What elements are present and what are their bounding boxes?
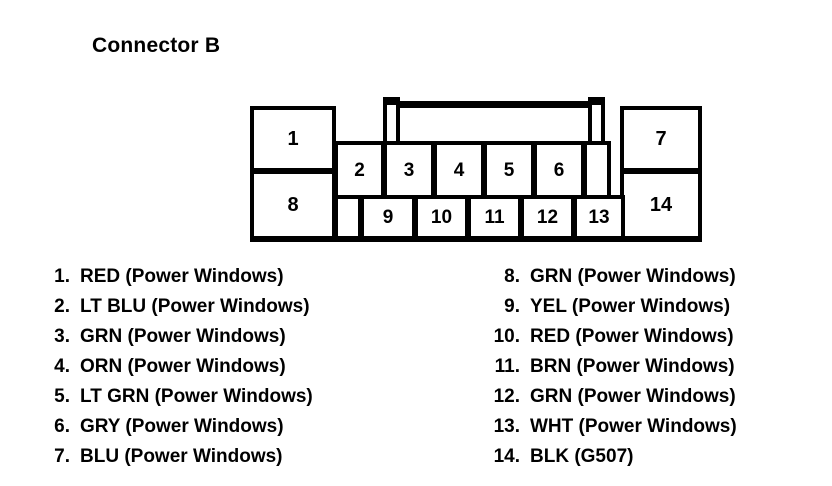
pin-cell-3-label: 3 xyxy=(403,159,415,181)
pin-cell-7-label: 7 xyxy=(655,128,667,150)
legend-row: 4. ORN (Power Windows) xyxy=(36,352,366,382)
legend-row: 1. RED (Power Windows) xyxy=(36,262,366,292)
legend-number: 2. xyxy=(54,296,70,317)
connector-diagram: 1 8 7 14 2 3 4 5 6 9 10 11 12 13 xyxy=(250,92,706,244)
pin-cell-bottom-blank xyxy=(334,195,362,240)
legend-label: GRN (Power Windows) xyxy=(530,266,736,287)
pin-cell-2[interactable]: 2 xyxy=(334,141,385,199)
pin-cell-2-label: 2 xyxy=(354,159,365,181)
pin-cell-6[interactable]: 6 xyxy=(533,141,585,199)
legend-number: 7. xyxy=(54,446,70,467)
legend-label: BLU (Power Windows) xyxy=(80,446,283,467)
latch-bar xyxy=(383,101,595,108)
legend-label: YEL (Power Windows) xyxy=(530,296,731,317)
pin-cell-12[interactable]: 12 xyxy=(520,195,575,240)
pin-cell-14[interactable]: 14 xyxy=(620,170,702,240)
legend-label: ORN (Power Windows) xyxy=(80,356,286,377)
legend-label: LT BLU (Power Windows) xyxy=(80,296,310,317)
latch-post-right-inner xyxy=(592,105,601,143)
legend-label: BLK (G507) xyxy=(530,446,634,467)
pin-cell-11-label: 11 xyxy=(484,207,505,228)
legend-row: 9. YEL (Power Windows) xyxy=(486,292,816,322)
pin-cell-1-label: 1 xyxy=(287,128,299,150)
pin-legend-left: 1. RED (Power Windows) 2. LT BLU (Power … xyxy=(36,262,366,472)
legend-row: 10. RED (Power Windows) xyxy=(486,322,816,352)
legend-number: 14. xyxy=(493,446,520,467)
pin-cell-9[interactable]: 9 xyxy=(360,195,416,240)
pin-cell-13-label: 13 xyxy=(588,207,610,228)
legend-number: 11. xyxy=(494,356,520,377)
pin-cell-12-label: 12 xyxy=(536,207,559,228)
pin-cell-9-label: 9 xyxy=(382,207,394,228)
pin-cell-14-label: 14 xyxy=(649,194,673,216)
legend-row: 12. GRN (Power Windows) xyxy=(486,382,816,412)
pin-cell-10-label: 10 xyxy=(430,207,453,228)
pin-cell-8[interactable]: 8 xyxy=(250,170,336,240)
legend-number: 1. xyxy=(54,266,70,287)
pin-cell-10[interactable]: 10 xyxy=(414,195,469,240)
legend-row: 13. WHT (Power Windows) xyxy=(486,412,816,442)
legend-row: 5. LT GRN (Power Windows) xyxy=(36,382,366,412)
legend-label: GRN (Power Windows) xyxy=(80,326,286,347)
legend-label: GRN (Power Windows) xyxy=(530,386,736,407)
legend-row: 11. BRN (Power Windows) xyxy=(486,352,816,382)
pin-cell-7[interactable]: 7 xyxy=(620,106,702,172)
legend-number: 4. xyxy=(54,356,70,377)
legend-number: 5. xyxy=(54,386,70,407)
legend-label: WHT (Power Windows) xyxy=(530,416,737,437)
legend-number: 3. xyxy=(54,326,70,347)
latch-post-left-inner xyxy=(387,105,396,143)
pin-cell-4-label: 4 xyxy=(453,159,465,181)
pin-cell-1[interactable]: 1 xyxy=(250,106,336,172)
legend-label: RED (Power Windows) xyxy=(80,266,284,287)
legend-number: 8. xyxy=(504,266,520,287)
pin-cell-5-label: 5 xyxy=(503,159,515,181)
pin-cell-6-label: 6 xyxy=(553,159,565,181)
pin-cell-13[interactable]: 13 xyxy=(573,195,625,240)
legend-number: 9. xyxy=(504,296,520,317)
pin-cell-11[interactable]: 11 xyxy=(467,195,522,240)
pin-cell-5[interactable]: 5 xyxy=(483,141,535,199)
legend-row: 14. BLK (G507) xyxy=(486,442,816,472)
legend-number: 12. xyxy=(493,386,520,407)
legend-label: LT GRN (Power Windows) xyxy=(80,386,313,407)
legend-row: 3. GRN (Power Windows) xyxy=(36,322,366,352)
pin-cell-8-label: 8 xyxy=(287,194,299,216)
legend-label: RED (Power Windows) xyxy=(530,326,734,347)
page-title: Connector B xyxy=(92,34,221,57)
legend-row: 7. BLU (Power Windows) xyxy=(36,442,366,472)
legend-number: 13. xyxy=(493,416,520,437)
legend-label: BRN (Power Windows) xyxy=(530,356,735,377)
legend-row: 2. LT BLU (Power Windows) xyxy=(36,292,366,322)
legend-row: 8. GRN (Power Windows) xyxy=(486,262,816,292)
pin-legend-right: 8. GRN (Power Windows) 9. YEL (Power Win… xyxy=(486,262,816,472)
legend-number: 10. xyxy=(493,326,520,347)
legend-label: GRY (Power Windows) xyxy=(80,416,284,437)
pin-cell-top-blank xyxy=(583,141,611,199)
legend-row: 6. GRY (Power Windows) xyxy=(36,412,366,442)
pin-cell-4[interactable]: 4 xyxy=(433,141,485,199)
pin-cell-3[interactable]: 3 xyxy=(383,141,435,199)
legend-number: 6. xyxy=(54,416,70,437)
